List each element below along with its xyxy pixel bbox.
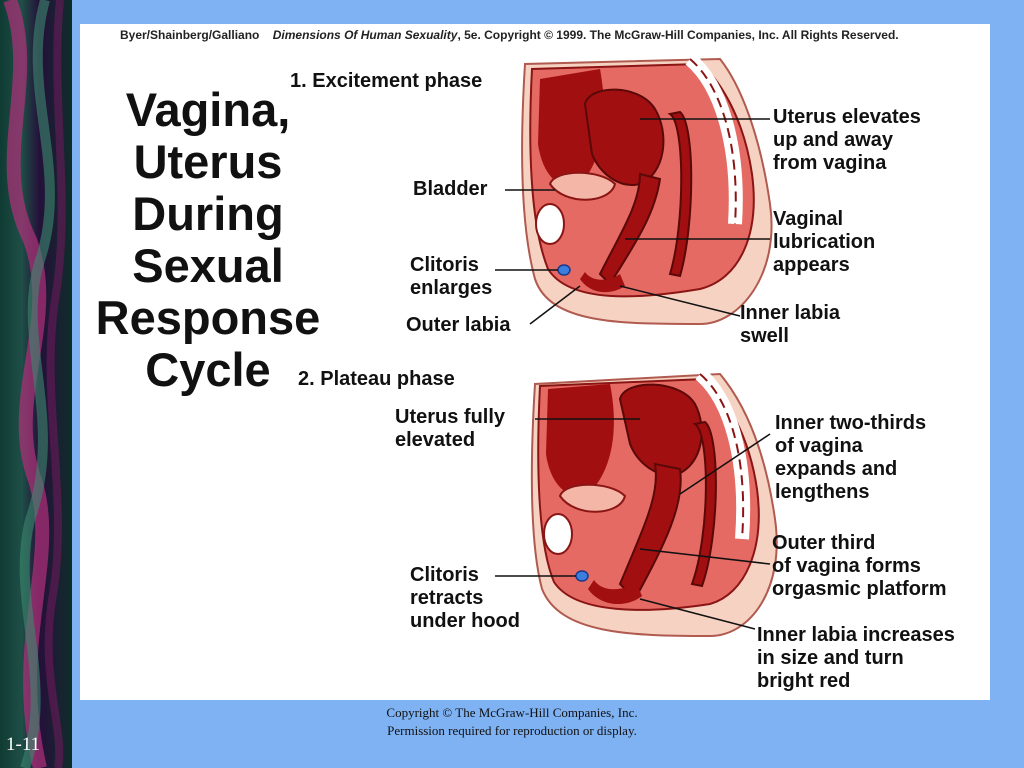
label-outer-labia: Outer labia bbox=[406, 314, 511, 336]
label-line: enlarges bbox=[410, 277, 493, 299]
title-line: Sexual bbox=[132, 239, 284, 292]
leader-inner-labia-2 bbox=[639, 598, 756, 630]
label-line: of vagina forms bbox=[772, 555, 921, 577]
clitoris bbox=[575, 570, 589, 582]
phase1-heading: 1. Excitement phase bbox=[290, 70, 483, 92]
label-line: retracts bbox=[410, 587, 484, 609]
label-clitoris-retracts: Clitoris retracts under hood bbox=[410, 564, 520, 633]
label-outer-third: Outer third of vagina forms orgasmic pla… bbox=[772, 532, 946, 601]
label-uterus-fully-elevated: Uterus fully elevated bbox=[395, 406, 505, 452]
decorative-left-strip: 1-11 bbox=[0, 0, 72, 768]
label-uterus-elevates: Uterus elevates up and away from vagina bbox=[773, 106, 921, 175]
bladder-region bbox=[546, 384, 614, 496]
label-line: Uterus elevates bbox=[773, 106, 921, 128]
clitoris bbox=[557, 264, 571, 276]
label-vaginal-lubrication: Vaginal lubrication appears bbox=[773, 208, 875, 277]
label-line: Inner two-thirds bbox=[775, 412, 927, 434]
excitement-phase-illustration bbox=[521, 53, 773, 326]
figure-credit: Byer/Shainberg/Galliano Dimensions Of Hu… bbox=[120, 28, 899, 42]
title-line: During bbox=[132, 187, 284, 240]
rectum bbox=[690, 420, 717, 588]
uterus bbox=[583, 88, 665, 186]
label-line: Inner labia bbox=[740, 302, 841, 324]
label-line: under hood bbox=[410, 610, 520, 632]
label-clitoris-enlarges: Clitoris enlarges bbox=[410, 254, 492, 300]
leader-inner-two-thirds bbox=[679, 433, 771, 495]
anatomy-diagram bbox=[495, 53, 778, 638]
label-line: appears bbox=[773, 254, 850, 276]
credit-book: Dimensions Of Human Sexuality bbox=[272, 28, 458, 42]
footer-line-1: Copyright © The McGraw-Hill Companies, I… bbox=[386, 705, 638, 720]
label-line: expands and bbox=[775, 458, 898, 480]
inner-labia bbox=[580, 272, 625, 293]
slide-title: Vagina, Uterus During Sexual Response Cy… bbox=[84, 84, 332, 396]
swirl-decoration bbox=[3, 0, 66, 768]
label-line: Clitoris bbox=[410, 564, 479, 586]
label-bladder: Bladder bbox=[413, 178, 488, 200]
phase2-heading: 2. Plateau phase bbox=[298, 368, 455, 390]
leader-lines bbox=[495, 118, 771, 630]
label-line: swell bbox=[740, 325, 789, 347]
label-line: from vagina bbox=[773, 152, 887, 174]
title-line: Uterus bbox=[133, 135, 283, 188]
inner-labia bbox=[588, 580, 642, 605]
label-line: of vagina bbox=[775, 435, 863, 457]
footer-line-2: Permission required for reproduction or … bbox=[387, 723, 637, 738]
title-line: Vagina, bbox=[125, 83, 291, 136]
copyright-footer: Copyright © The McGraw-Hill Companies, I… bbox=[0, 704, 1024, 740]
bladder bbox=[558, 483, 627, 513]
label-line: orgasmic platform bbox=[772, 578, 947, 600]
figure-panel: Byer/Shainberg/Galliano Dimensions Of Hu… bbox=[80, 24, 990, 700]
spine-outline bbox=[699, 373, 745, 540]
label-line: lubrication bbox=[773, 231, 876, 253]
label-inner-two-thirds: Inner two-thirds of vagina expands and l… bbox=[775, 412, 926, 504]
label-line: Outer third bbox=[772, 532, 876, 554]
rectum bbox=[667, 110, 693, 278]
slide-number: 1-11 bbox=[6, 734, 41, 755]
label-line: lengthens bbox=[775, 481, 870, 503]
bladder bbox=[548, 171, 617, 201]
pubic-bone bbox=[535, 203, 565, 245]
spine-outline bbox=[689, 58, 737, 225]
leader-outer-third bbox=[639, 548, 771, 565]
pubic-bone bbox=[543, 513, 573, 555]
label-line: Uterus fully bbox=[395, 406, 506, 428]
leader-outer-labia bbox=[529, 285, 581, 325]
label-line: Inner labia increases bbox=[757, 624, 955, 646]
label-line: Clitoris bbox=[410, 254, 479, 276]
leader-inner-labia-1 bbox=[619, 285, 741, 317]
plateau-phase-illustration bbox=[530, 368, 778, 638]
label-line: elevated bbox=[395, 429, 476, 451]
label-inner-labia-increases: Inner labia increases in size and turn b… bbox=[757, 624, 955, 693]
uterus bbox=[618, 383, 703, 476]
title-line: Response bbox=[95, 291, 321, 344]
credit-rest: , 5e. Copyright © 1999. The McGraw-Hill … bbox=[457, 28, 899, 42]
title-line: Cycle bbox=[145, 343, 271, 396]
label-inner-labia-swell: Inner labia swell bbox=[740, 302, 840, 348]
credit-authors: Byer/Shainberg/Galliano bbox=[120, 28, 260, 42]
label-line: up and away bbox=[773, 129, 894, 151]
label-line: in size and turn bbox=[757, 647, 904, 669]
label-line: Vaginal bbox=[773, 208, 844, 230]
label-line: bright red bbox=[757, 670, 851, 692]
